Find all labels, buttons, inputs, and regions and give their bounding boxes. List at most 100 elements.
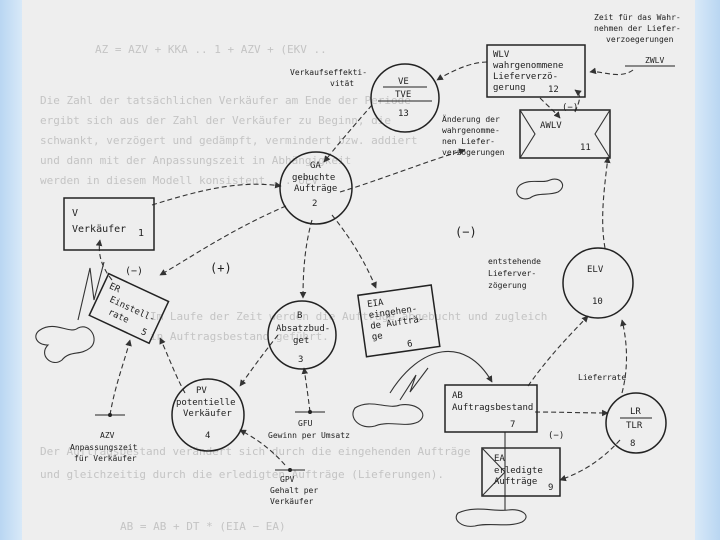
ghost-line-d: schwankt, verzögert und gedämpft, vermin…: [40, 134, 418, 147]
edge-ab-elv: [527, 315, 589, 387]
label-aenderung-1: Änderung der: [442, 114, 500, 124]
node-ve-code: VE: [398, 77, 409, 87]
aux-entstehende: entstehende Lieferver- zögerung: [488, 257, 541, 290]
sign-minus-right: (−): [455, 225, 477, 239]
label-aenderung-3: nen Liefer-: [442, 137, 495, 146]
node-ea: EA erledigte Aufträge 9: [481, 447, 561, 497]
edge-v-ga: [151, 181, 282, 206]
node-eia-num: 6: [407, 339, 414, 350]
node-wlv-box: [486, 44, 586, 98]
right-border: [695, 0, 720, 540]
edge-ga-eia: [331, 214, 377, 289]
node-ab-code: AB: [452, 391, 463, 401]
node-ea-name2: Aufträge: [494, 477, 537, 487]
node-pv-num: 4: [205, 431, 210, 441]
ghost-line-g: Im Laufe der Zeit werden die Aufträge ab…: [150, 310, 547, 323]
cloud-awlv: [516, 178, 564, 200]
label-azv-1: Anpassungszeit: [70, 443, 138, 452]
ghost-line-i: Der Auftragsbestand verändert sich durch…: [40, 445, 470, 458]
node-ea-name: erledigte: [494, 466, 543, 476]
node-elv-code: ELV: [587, 265, 604, 275]
cloud-ea: [455, 508, 527, 527]
sign-minus-ab: (−): [548, 431, 564, 441]
loop-polarity-signs: (−) (+) (−) (−) (−): [125, 103, 578, 441]
aux-azv: AZV Anpassungszeit für Verkäufer: [70, 413, 138, 463]
node-v-code: V: [72, 208, 78, 219]
node-awlv-code: AWLV: [540, 121, 562, 131]
ghost-line-c: ergibt sich aus der Zahl der Verkäufer z…: [40, 114, 391, 127]
label-gpv-1: Gehalt per: [270, 486, 318, 495]
left-border: [0, 0, 22, 540]
edge-pv-er: [159, 337, 186, 394]
node-wlv-name2: Lieferverzö-: [493, 72, 558, 82]
node-ea-valve-l: [481, 447, 506, 497]
node-lr-sub: TLR: [626, 421, 643, 431]
node-wlv-num: 12: [548, 85, 559, 95]
node-v-num: 1: [138, 228, 144, 239]
node-er-num: 5: [139, 327, 148, 338]
ghost-line-b: Die Zahl der tatsächlichen Verkäufer am …: [40, 94, 411, 107]
edge-lr-ea: [559, 439, 621, 482]
label-azv-2: für Verkäufer: [74, 454, 137, 463]
node-pv-name2: Verkäufer: [183, 409, 232, 419]
node-pv-name: potentielle: [176, 398, 236, 408]
node-lr: LR TLR 8: [605, 392, 667, 454]
node-wlv-name: wahrgenommene: [493, 61, 563, 71]
sign-plus-center: (+): [210, 261, 232, 275]
edge-elv-awlv: [602, 156, 611, 249]
node-pv-code: PV: [196, 386, 207, 396]
node-ab-num: 7: [510, 420, 515, 430]
label-gpv-code: GPV: [280, 475, 295, 484]
label-zwlv-1: Zeit für das Wahr-: [594, 13, 681, 22]
node-b-num: 3: [298, 355, 303, 365]
node-awlv-num: 11: [580, 143, 591, 153]
edge-b-pv: [239, 334, 279, 387]
ghost-line-a: AZ = AZV + KKA .. 1 + AZV + (EKV ..: [95, 43, 327, 56]
connections: [95, 61, 634, 510]
cloud-eia: [352, 403, 424, 428]
cloud-er: [35, 325, 95, 363]
node-elv: ELV 10: [562, 247, 634, 319]
node-ga-num: 2: [312, 199, 317, 209]
label-gfu-1: Gewinn per Umsatz: [268, 431, 350, 440]
node-awlv-box: [519, 109, 611, 159]
node-b-circle: [267, 300, 337, 370]
valve-eia: [399, 367, 429, 401]
edge-gfu-b: [301, 367, 311, 413]
edge-gpv-pv: [239, 429, 286, 466]
label-lieferrate: Lieferrate: [578, 373, 626, 382]
ghost-line-f: werden in diesem Modell konsistent . . U…: [40, 174, 319, 187]
edge-zwlv-wlv: [589, 67, 634, 76]
flow-clouds: [35, 178, 564, 527]
node-b-name: Absatzbud-: [276, 324, 330, 334]
ghost-line-e: und dann mit der Anpassungszeit in Abhän…: [40, 154, 351, 167]
node-ve: VE TVE 13: [370, 63, 440, 133]
ghost-line-k: AB = AB + DT * (EIA − EA): [120, 520, 286, 533]
node-pv: PV potentielle Verkäufer 4: [171, 378, 245, 452]
node-eia-box: [357, 284, 441, 358]
aux-gpv: GPV Gehalt per Verkäufer: [270, 468, 318, 506]
edge-er-v: [95, 239, 113, 281]
node-pv-circle: [171, 378, 245, 452]
node-elv-circle: [562, 247, 634, 319]
node-ga-name: gebuchte: [292, 173, 335, 183]
node-er-box: [88, 272, 170, 345]
edge-ve-ga: [323, 104, 373, 163]
node-ab-box: [444, 384, 538, 433]
aux-zwlv: Zeit für das Wahr- nehmen der Liefer- ve…: [594, 13, 681, 67]
label-aenderung-4: verzögerungen: [442, 148, 505, 157]
label-gfu-code: GFU: [298, 419, 313, 428]
node-wlv-code: WLV: [493, 50, 510, 60]
ghost-text: AZ = AZV + KKA .. 1 + AZV + (EKV .. Die …: [40, 43, 547, 533]
node-ga-circle: [279, 151, 353, 225]
label-zwlv-2: nehmen der Liefer-: [594, 24, 681, 33]
node-eia-code: EIA: [367, 298, 385, 310]
node-wlv-name3: gerung: [493, 83, 526, 93]
node-er-code: ER: [107, 282, 122, 296]
aux-aenderung: Änderung der wahrgenomme- nen Liefer- ve…: [442, 114, 505, 157]
label-aenderung-2: wahrgenomme-: [442, 126, 500, 135]
edge-ab-lr: [534, 409, 609, 417]
node-b: B Absatzbud- get 3: [267, 300, 337, 370]
